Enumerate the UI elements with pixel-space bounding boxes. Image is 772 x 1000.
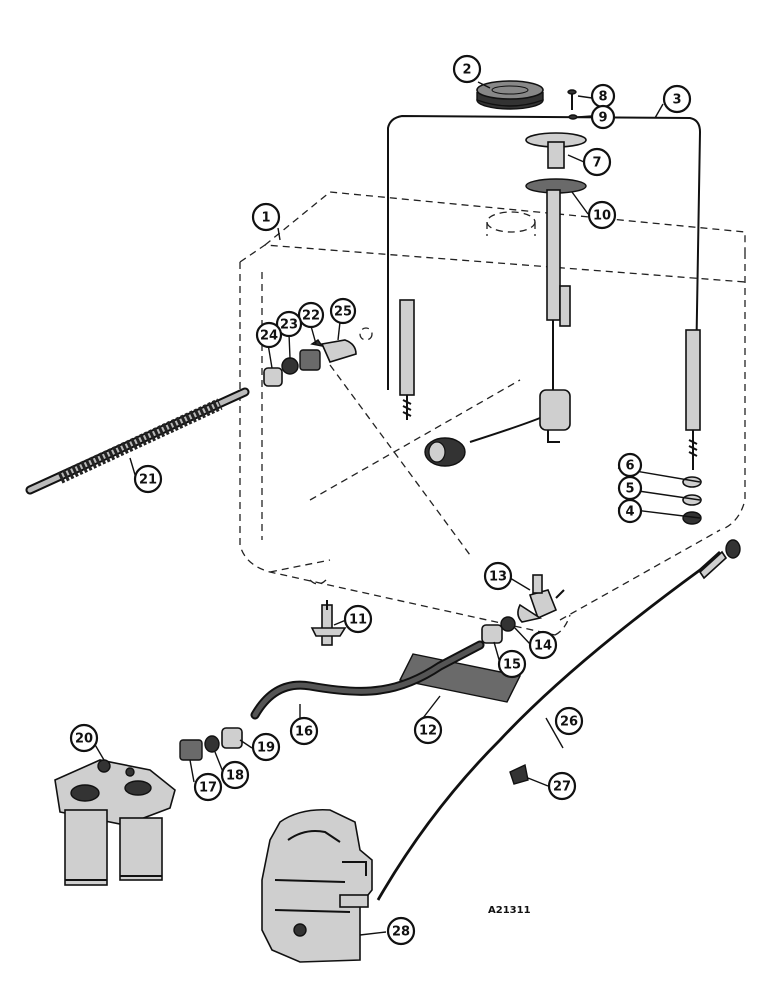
callout-4-label: 4 bbox=[625, 505, 634, 520]
callout-25: 25 bbox=[329, 297, 357, 325]
fuel-line-lower bbox=[250, 640, 485, 720]
injection-pump bbox=[261, 808, 373, 963]
sleeve bbox=[500, 616, 516, 632]
tank-strap bbox=[387, 114, 702, 470]
fuel-tank-outline bbox=[239, 191, 746, 636]
elbow bbox=[179, 739, 203, 761]
callout-24-label: 24 bbox=[260, 329, 278, 344]
callout-2: 2 bbox=[452, 54, 482, 84]
callout-19-label: 19 bbox=[257, 741, 275, 756]
callout-18-label: 18 bbox=[226, 769, 244, 784]
callout-13: 13 bbox=[483, 561, 513, 591]
callout-12-label: 12 bbox=[419, 724, 437, 739]
callout-3-label: 3 bbox=[672, 93, 681, 108]
callout-16-label: 16 bbox=[295, 725, 313, 740]
callout-9: 9 bbox=[590, 104, 616, 130]
fuel-filter bbox=[54, 759, 176, 886]
callout-11: 11 bbox=[343, 604, 373, 634]
callout-8-label: 8 bbox=[598, 90, 607, 105]
screw bbox=[567, 89, 577, 110]
callout-11-label: 11 bbox=[349, 613, 367, 628]
callout-21-label: 21 bbox=[139, 473, 157, 488]
callout-26-label: 26 bbox=[560, 715, 578, 730]
callout-22-label: 22 bbox=[302, 309, 320, 324]
callout-1-label: 1 bbox=[261, 211, 270, 226]
callout-23: 23 bbox=[275, 310, 303, 338]
callout-10: 10 bbox=[587, 200, 617, 230]
tank-fittings bbox=[263, 339, 357, 387]
callout-28: 28 bbox=[386, 916, 416, 946]
callout-7: 7 bbox=[582, 147, 612, 177]
callout-3: 3 bbox=[662, 84, 692, 114]
nut-lower bbox=[221, 727, 243, 749]
callout-20: 20 bbox=[69, 723, 99, 753]
callout-10-label: 10 bbox=[593, 209, 611, 224]
gasket bbox=[398, 653, 522, 703]
cable-clip bbox=[509, 763, 529, 785]
callout-15: 15 bbox=[497, 649, 527, 679]
callout-17: 17 bbox=[193, 772, 223, 802]
shut-off-valve bbox=[517, 574, 565, 623]
callout-12: 12 bbox=[413, 715, 443, 745]
fuel-cap bbox=[476, 80, 544, 110]
drawing-id: A21311 bbox=[488, 905, 531, 916]
fuel-line bbox=[25, 387, 250, 495]
callout-13-label: 13 bbox=[489, 570, 507, 585]
callout-7-label: 7 bbox=[592, 156, 601, 171]
callout-6: 6 bbox=[617, 452, 643, 478]
callout-21: 21 bbox=[133, 464, 163, 494]
sleeve-lower bbox=[204, 735, 220, 753]
callout-18: 18 bbox=[220, 760, 250, 790]
callout-14-label: 14 bbox=[534, 639, 552, 654]
callout-20-label: 20 bbox=[75, 732, 93, 747]
callout-16: 16 bbox=[289, 716, 319, 746]
callout-14: 14 bbox=[528, 630, 558, 660]
callout-5: 5 bbox=[617, 475, 643, 501]
callout-19: 19 bbox=[251, 732, 281, 762]
drain-fitting bbox=[310, 600, 347, 646]
callout-26: 26 bbox=[554, 706, 584, 736]
callout-9-label: 9 bbox=[598, 111, 607, 126]
callout-1: 1 bbox=[251, 202, 281, 232]
throttle-cable bbox=[376, 539, 741, 901]
nut bbox=[481, 624, 503, 644]
lockwasher bbox=[568, 114, 578, 120]
callout-27: 27 bbox=[547, 771, 577, 801]
callout-27-label: 27 bbox=[553, 780, 571, 795]
callout-8: 8 bbox=[590, 83, 616, 109]
callout-24: 24 bbox=[255, 321, 283, 349]
callout-22: 22 bbox=[297, 301, 325, 329]
callout-5-label: 5 bbox=[625, 482, 634, 497]
callout-28-label: 28 bbox=[392, 925, 410, 940]
callout-15-label: 15 bbox=[503, 658, 521, 673]
callout-6-label: 6 bbox=[625, 459, 634, 474]
callout-17-label: 17 bbox=[199, 781, 217, 796]
callout-4: 4 bbox=[617, 498, 643, 524]
callout-2-label: 2 bbox=[462, 63, 471, 78]
fuel-gauge-sender bbox=[424, 132, 587, 467]
callout-25-label: 25 bbox=[334, 305, 352, 320]
callout-23-label: 23 bbox=[280, 318, 298, 333]
